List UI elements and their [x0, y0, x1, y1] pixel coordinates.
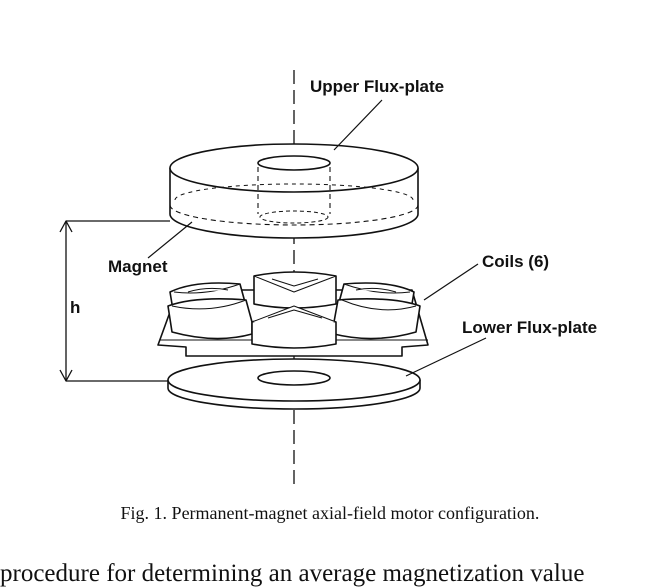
label-upper-flux-plate: Upper Flux-plate	[310, 77, 444, 96]
body-text-line: procedure for determining an average mag…	[0, 560, 585, 587]
height-dimension	[59, 220, 170, 382]
label-magnet: Magnet	[108, 257, 168, 276]
leader-upper-flux-plate	[333, 99, 383, 151]
lower-flux-plate-shape	[167, 358, 421, 410]
label-coils: Coils (6)	[482, 252, 549, 271]
upper-flux-plate-shape	[169, 143, 419, 239]
coils-shape	[167, 271, 421, 349]
coil	[251, 305, 337, 349]
leader-coils	[423, 263, 479, 301]
label-height: h	[70, 298, 80, 317]
coil	[167, 298, 253, 340]
label-lower-flux-plate: Lower Flux-plate	[462, 318, 597, 337]
leader-magnet	[147, 221, 193, 259]
coil	[253, 271, 337, 309]
figure-caption: Fig. 1. Permanent-magnet axial-field mot…	[120, 503, 540, 523]
leader-lower-flux-plate	[405, 337, 487, 377]
coil	[333, 298, 421, 340]
